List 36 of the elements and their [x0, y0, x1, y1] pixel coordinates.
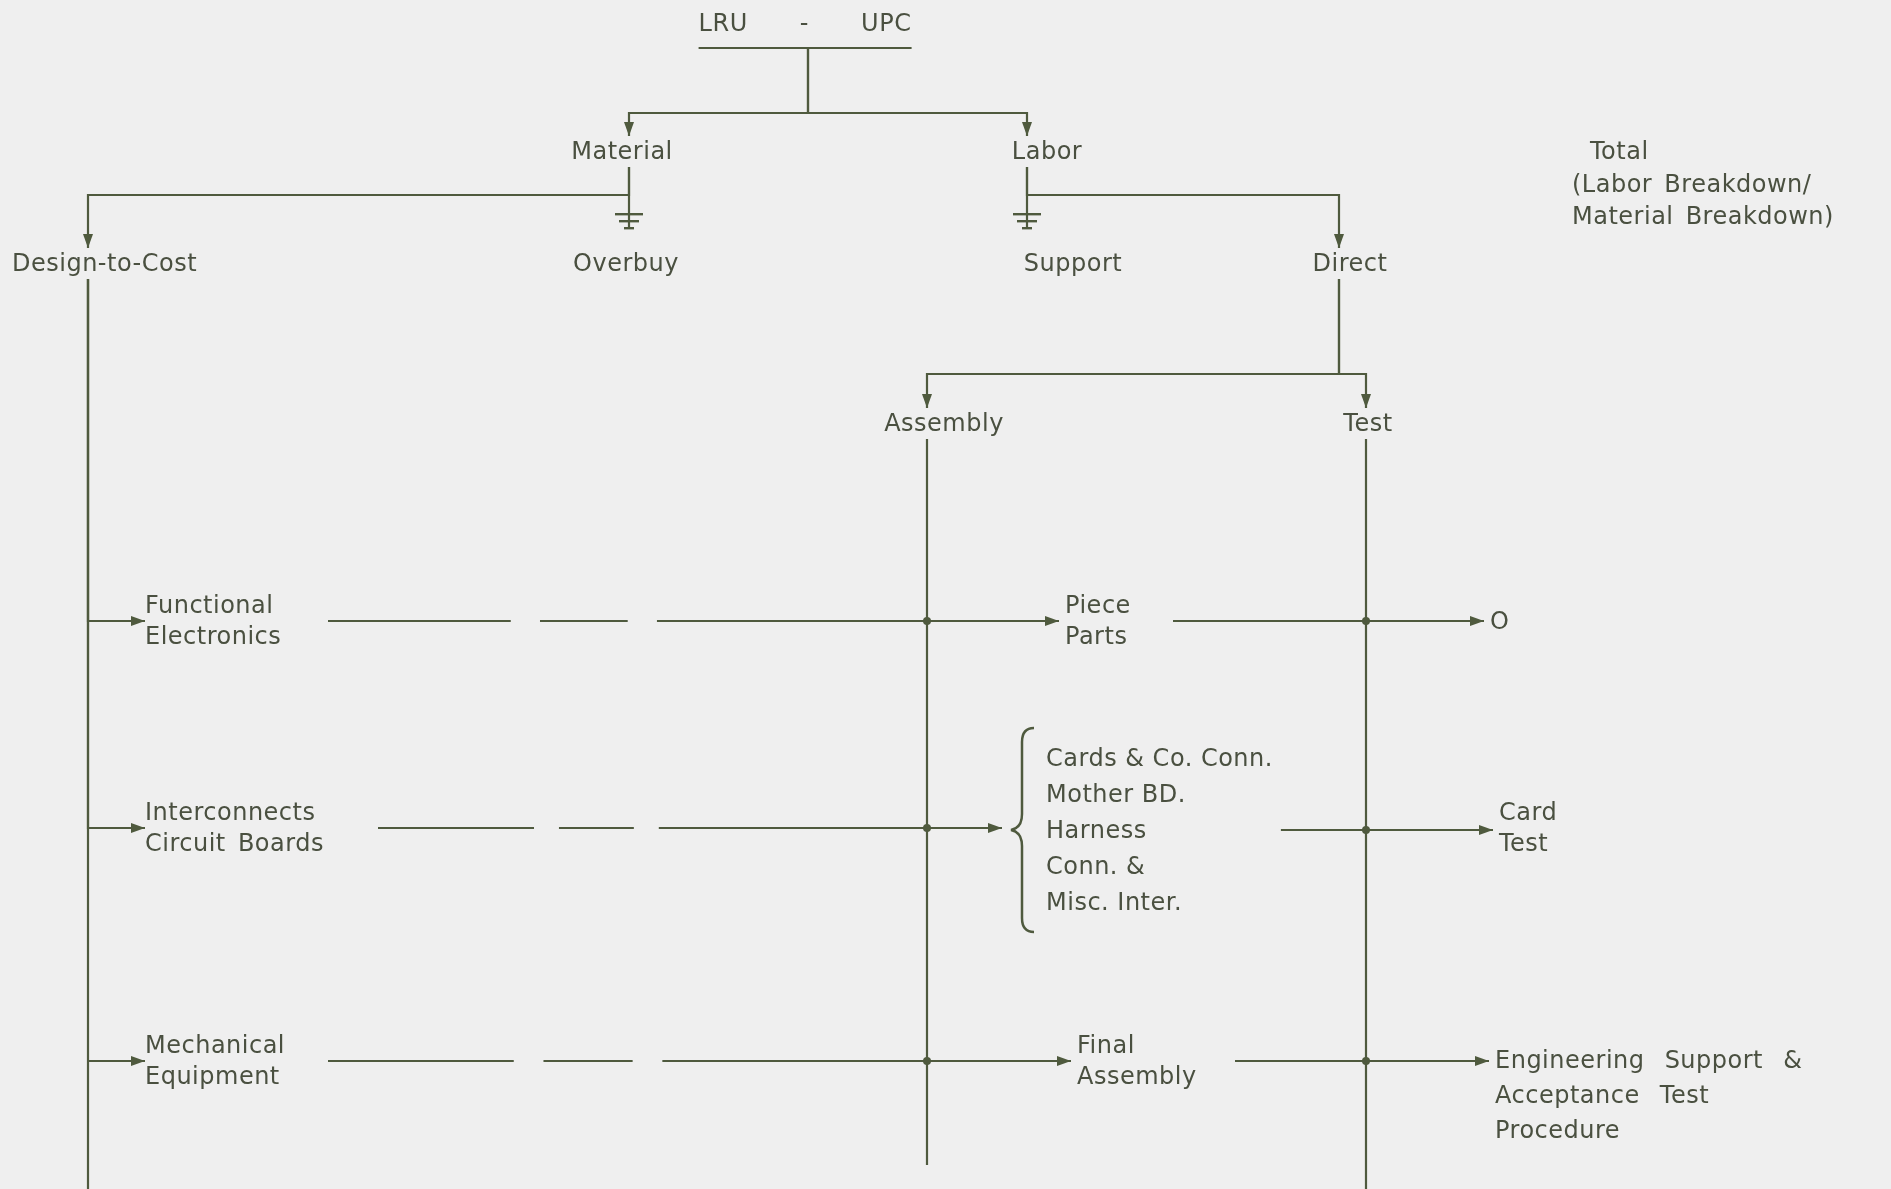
node-label: Card Test: [1499, 797, 1579, 859]
node-label: Assembly: [884, 408, 1004, 439]
arrow: [378, 823, 1002, 833]
list-item-text: Harness: [1046, 815, 1148, 846]
arrow: [1173, 616, 1484, 626]
note-text: Total: [1590, 136, 1649, 167]
arrow: [1337, 279, 1371, 408]
node-label: Interconnects Circuit Boards: [145, 797, 370, 859]
list-item-text: Mother BD.: [1046, 779, 1187, 810]
arrow: [1280, 825, 1493, 835]
node-label: Mechanical Equipment: [145, 1030, 320, 1092]
list-item-text: Conn. &: [1046, 851, 1147, 882]
node-label: Test: [1343, 408, 1393, 439]
arrow: [1025, 167, 1344, 248]
node-label: Direct: [1312, 248, 1388, 279]
node-label: Overbuy: [573, 228, 679, 279]
node-label: Final Assembly: [1077, 1030, 1227, 1092]
underlined-heading: LRU - UPC: [698, 8, 912, 49]
arrow: [86, 277, 147, 1189]
arrow: [328, 616, 1059, 626]
connector-line: [1364, 439, 1368, 1189]
node-label: Engineering Support & Acceptance Test Procedure: [1495, 1043, 1825, 1148]
node-label: Design-to-Cost: [12, 248, 198, 279]
note-text: (Labor Breakdown/ Material Breakdown): [1572, 169, 1835, 232]
node-label: Labor: [1011, 136, 1083, 167]
node-label: Support: [1023, 228, 1123, 279]
arrow: [328, 1056, 1071, 1066]
arrow: [1235, 1056, 1489, 1066]
list-item-text: Cards & Co. Conn.: [1046, 743, 1273, 774]
node-label: Material: [571, 136, 673, 167]
list-item-text: Misc. Inter.: [1046, 887, 1184, 918]
node-label: Functional Electronics: [145, 590, 320, 652]
node-label: O: [1490, 606, 1510, 637]
node-label: Piece Parts: [1065, 590, 1165, 652]
connector-line: [925, 439, 929, 1165]
arrow: [806, 49, 1032, 136]
